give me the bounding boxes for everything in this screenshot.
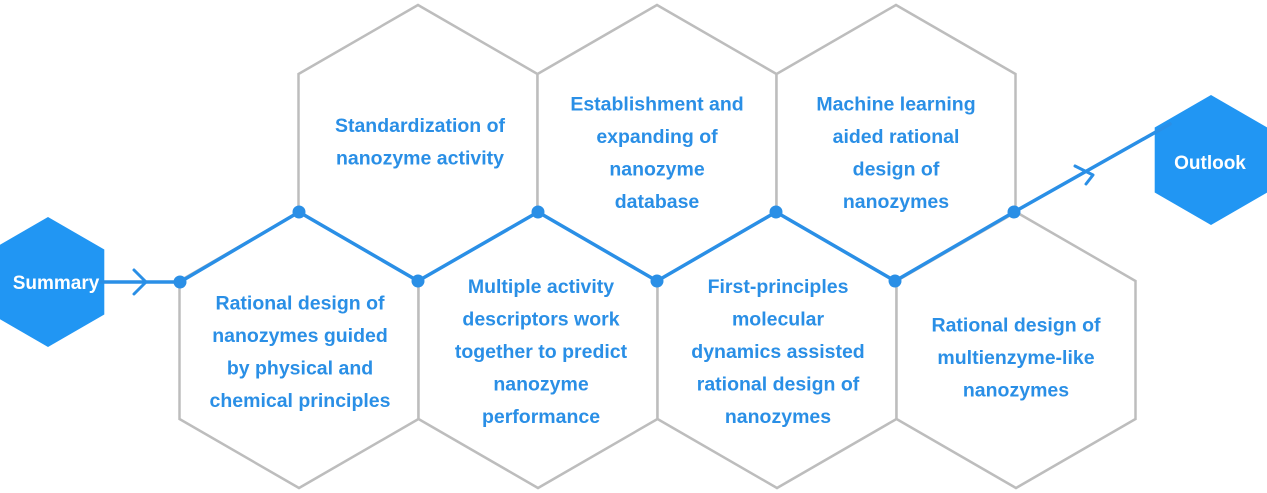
path-node-2: [292, 205, 306, 219]
path-node-8: [1007, 205, 1021, 219]
bottom-step-3-line-5: nanozymes: [725, 406, 831, 428]
bottom-step-2-line-4: nanozyme: [493, 374, 589, 396]
top-step-1-line-2: nanozyme activity: [336, 147, 504, 169]
roadmap-line: [98, 122, 1172, 284]
bottom-step-1-line-2: nanozymes guided: [212, 325, 388, 347]
bottom-step-3-line-3: dynamics assisted: [691, 341, 864, 363]
bottom-step-1-line-3: by physical and: [227, 357, 373, 379]
top-step-3: Machine learning aided rational design of n…: [816, 93, 975, 213]
arrow-start-icon: [132, 268, 148, 296]
bottom-step-4: Rational design of multienzyme-like nanozy…: [931, 315, 1101, 402]
bottom-step-2-line-3: together to predict: [455, 341, 628, 363]
path-node-4: [531, 205, 545, 219]
bottom-step-2: Multiple activity descriptors work togethe…: [455, 276, 628, 428]
top-step-1: Standardization of nanozyme activity: [335, 115, 506, 170]
summary-label: Summary: [13, 273, 100, 294]
bottom-step-3-line-2: molecular: [732, 309, 825, 331]
top-step-3-line-4: nanozymes: [843, 191, 949, 213]
summary-hexagon: [0, 217, 105, 347]
top-step-3-line-3: design of: [853, 158, 940, 180]
hexagon-layer: [0, 3, 1267, 490]
top-step-3-line-1: Machine learning: [816, 93, 975, 115]
path-node-5: [650, 274, 664, 288]
bottom-step-3-line-4: rational design of: [697, 374, 860, 396]
bottom-step-4-line-3: nanozymes: [963, 380, 1069, 402]
top-step-3-line-2: aided rational: [833, 126, 960, 148]
path-node-7: [888, 274, 902, 288]
label-layer: Standardization of nanozyme activity Estab…: [13, 93, 1247, 428]
bottom-step-1: Rational design of nanozymes guided by phy…: [210, 292, 391, 412]
outlook-hexagon: [1154, 95, 1267, 225]
path-node-1: [173, 275, 187, 289]
top-step-1-line-1: Standardization of: [335, 115, 506, 137]
bottom-step-3: First-principles molecular dynamics assist…: [691, 276, 864, 428]
top-step-2: Establishment and expanding of nanozyme dat…: [570, 93, 743, 213]
bottom-step-4-line-2: multienzyme-like: [937, 347, 1094, 369]
top-step-2-line-2: expanding of: [596, 126, 718, 148]
path-node-6: [769, 205, 783, 219]
bottom-step-1-line-1: Rational design of: [215, 292, 385, 314]
bottom-step-3-line-1: First-principles: [708, 276, 849, 298]
bottom-step-2-line-1: Multiple activity: [468, 276, 614, 298]
bottom-step-4-line-1: Rational design of: [931, 315, 1101, 337]
roadmap-path: [98, 122, 1172, 296]
top-step-2-line-4: database: [615, 191, 700, 213]
bottom-step-2-line-2: descriptors work: [462, 309, 619, 331]
outlook-label: Outlook: [1174, 153, 1246, 174]
bottom-step-2-line-5: performance: [482, 406, 600, 428]
top-step-2-line-1: Establishment and: [570, 93, 743, 115]
arrow-end-icon: [1073, 164, 1095, 186]
bottom-step-1-line-4: chemical principles: [210, 390, 391, 412]
top-step-2-line-3: nanozyme: [609, 158, 705, 180]
path-node-3: [411, 274, 425, 288]
